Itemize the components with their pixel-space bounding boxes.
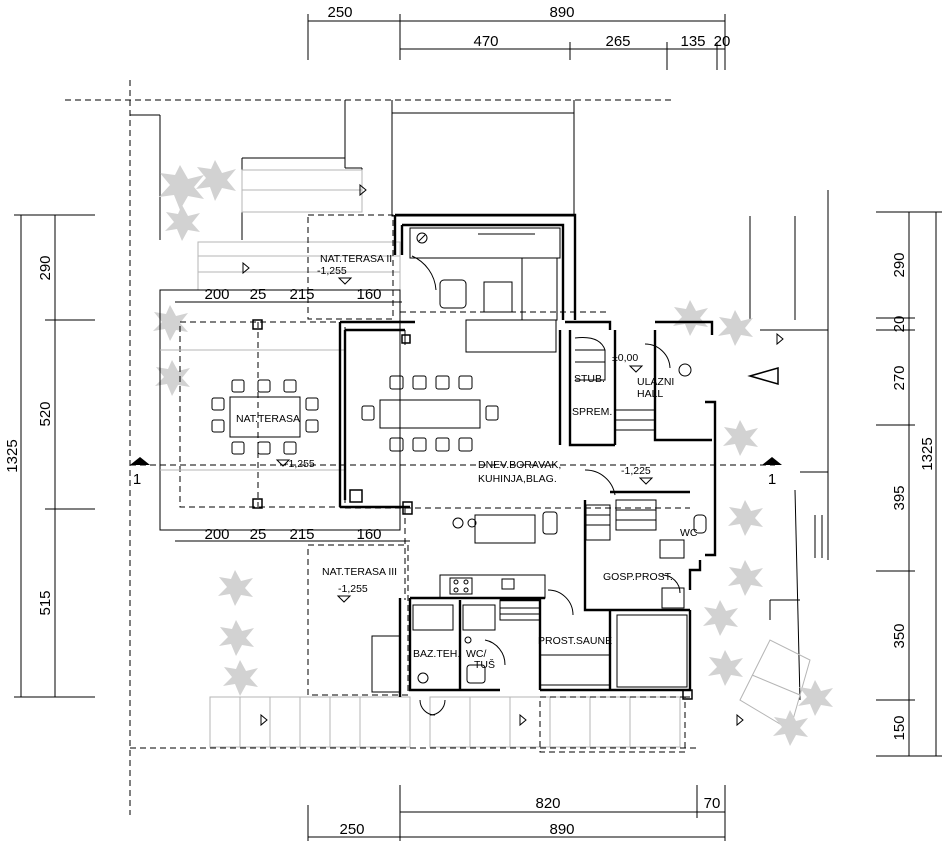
room-label-wc-tus-line1: WC/ <box>466 648 486 660</box>
room-label-living-line2: KUHINJA,BLAG. <box>478 473 557 485</box>
palm-icon <box>773 710 808 746</box>
entrance-arrow-icon <box>747 367 779 385</box>
level-terasa: -1,255 <box>285 458 315 470</box>
room-label-living-line1: DNEV.BORAVAK, <box>478 459 561 471</box>
room-label-nat-terasa: NAT.TERASA <box>236 413 300 425</box>
room-label-wc-tus-line2: TUŠ <box>474 658 495 671</box>
level-terasa-iii: -1,255 <box>338 583 368 595</box>
room-label-hall: HALL <box>637 388 663 400</box>
outdoor-chairs <box>211 379 319 455</box>
palm-icon <box>673 300 708 336</box>
dim-left-290: 290 <box>37 255 54 280</box>
room-label-sprem: SPREM. <box>572 406 612 418</box>
dining-chairs <box>361 375 499 452</box>
dimension-lines <box>14 14 942 841</box>
outdoor-steps <box>197 169 811 748</box>
site-outline <box>65 80 829 815</box>
level-living: -1,225 <box>621 465 651 477</box>
dim-terrace-lower-215: 215 <box>289 526 314 543</box>
dim-right-20: 20 <box>891 316 908 333</box>
palm-icon <box>798 680 833 716</box>
palm-icon <box>218 570 253 606</box>
interior-furniture <box>345 227 707 753</box>
terrace-left <box>159 214 409 696</box>
palm-icon <box>155 360 190 396</box>
palm-icon <box>708 650 743 686</box>
dim-bottom-890: 890 <box>549 821 574 838</box>
dim-left-515: 515 <box>37 590 54 615</box>
level-marker-icon <box>275 459 291 467</box>
level-marker-icon <box>638 477 654 485</box>
palm-icon <box>219 620 254 656</box>
dining-table <box>379 399 481 429</box>
dim-terrace-lower-200: 200 <box>204 526 229 543</box>
room-label-baz: BAZ.TEH. <box>413 648 460 660</box>
dim-top-470: 470 <box>473 33 498 50</box>
level-marker-icon <box>336 595 352 603</box>
outdoor-dining-table <box>229 396 301 438</box>
room-label-gosp: GOSP.PROST. <box>603 571 673 583</box>
dim-bottom-70: 70 <box>704 795 721 812</box>
room-label-sauna: PROST.SAUNE <box>538 635 612 647</box>
dim-left-520: 520 <box>37 401 54 426</box>
dim-terrace-lower-25: 25 <box>250 526 267 543</box>
dim-top-250: 250 <box>327 4 352 21</box>
dim-terrace-upper-160: 160 <box>356 286 381 303</box>
palm-icon <box>703 600 738 636</box>
dim-terrace-upper-25: 25 <box>250 286 267 303</box>
palm-icon <box>153 305 188 341</box>
palm-icon <box>723 420 758 456</box>
room-label-ulazni: ULAZNI <box>637 376 674 388</box>
dim-top-135: 135 <box>680 33 705 50</box>
dim-terrace-upper-215: 215 <box>289 286 314 303</box>
palm-icon <box>196 160 236 201</box>
dim-terrace-upper-200: 200 <box>204 286 229 303</box>
vegetation <box>153 160 833 746</box>
dim-right-350: 350 <box>891 623 908 648</box>
room-label-nat-terasa-iii: NAT.TERASA III <box>322 566 397 578</box>
dim-right-150: 150 <box>891 715 908 740</box>
dim-top-890: 890 <box>549 4 574 21</box>
level-marker-icon <box>337 277 353 285</box>
dim-terrace-lower-160: 160 <box>356 526 381 543</box>
palm-icon <box>165 205 200 241</box>
dim-top-20: 20 <box>714 33 731 50</box>
section-label-right: 1 <box>768 471 776 488</box>
section-marker-left-icon <box>130 457 150 465</box>
palm-icon <box>159 165 204 210</box>
house-walls <box>338 213 717 700</box>
dim-left-total: 1325 <box>4 439 21 472</box>
palm-icon <box>223 660 258 696</box>
section-label-left: 1 <box>133 471 141 488</box>
direction-markers <box>242 183 784 727</box>
dim-right-290: 290 <box>891 252 908 277</box>
palm-icon <box>728 500 763 536</box>
dim-right-395: 395 <box>891 485 908 510</box>
room-label-stub: STUB. <box>574 373 605 385</box>
palm-icon <box>718 310 753 346</box>
dim-right-total: 1325 <box>919 437 936 470</box>
section-marker-right-icon <box>762 457 782 465</box>
palm-icon <box>728 560 763 596</box>
dim-right-270: 270 <box>891 365 908 390</box>
dim-bottom-820: 820 <box>535 795 560 812</box>
level-entry: ±0,00 <box>612 352 638 364</box>
dim-top-265: 265 <box>605 33 630 50</box>
level-terasa-ii: -1,255 <box>317 265 347 277</box>
level-marker-icon <box>628 365 644 373</box>
dim-bottom-250: 250 <box>339 821 364 838</box>
room-label-nat-terasa-ii: NAT.TERASA II <box>320 253 392 265</box>
room-label-wc: WC <box>680 527 698 539</box>
section-line <box>130 367 782 466</box>
